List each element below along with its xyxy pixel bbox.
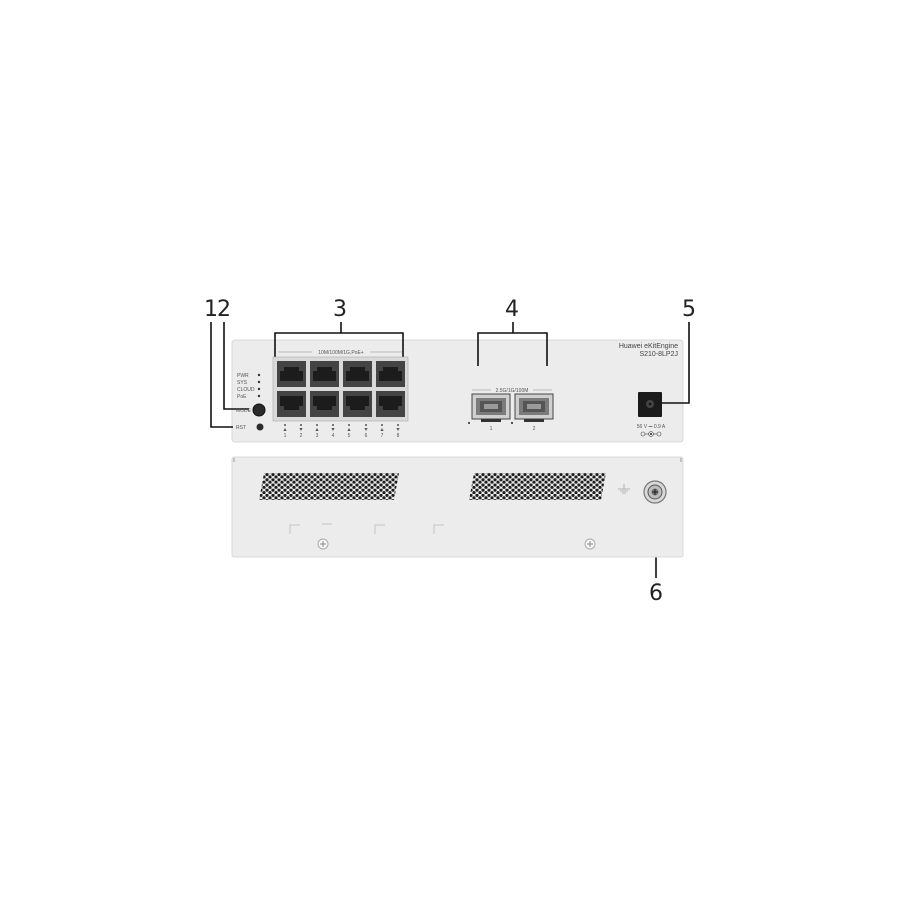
rj45-speed-label: 10M/100M/1G,PoE+: [318, 350, 364, 356]
sfp-led-1: [467, 421, 471, 425]
port-led: [284, 424, 286, 426]
sfp-port-1[interactable]: [471, 393, 511, 422]
led-cloud: [257, 387, 261, 391]
led-pwr: [257, 373, 261, 377]
port-led-arrow: [396, 428, 400, 431]
port-number: 7: [381, 433, 384, 439]
led-poe: [257, 394, 261, 398]
bracket-3: [274, 332, 404, 370]
ground-symbol-icon: [618, 484, 630, 494]
port-led-arrow: [380, 428, 384, 431]
rj45-port[interactable]: [376, 361, 405, 387]
port-led: [381, 424, 383, 426]
top-panel: [231, 456, 684, 558]
callout-3: 3: [333, 297, 347, 322]
power-rating-label: 56 V ⎓ 0.9 A: [637, 424, 666, 430]
callout-4: 4: [505, 297, 519, 322]
leader-line-2: [223, 322, 249, 410]
brand-label: Huawei eKitEngine: [619, 343, 678, 350]
mounting-marks: [289, 523, 444, 534]
led-indicators: [257, 373, 261, 398]
rst-button[interactable]: [256, 423, 264, 431]
rj45-ports: [277, 361, 405, 417]
bracket-4: [477, 332, 548, 366]
sfp-led-2: [510, 421, 514, 425]
leader-line-5: [662, 322, 690, 404]
port-led-arrow: [347, 428, 351, 431]
sfp-number-2: 2: [533, 426, 536, 432]
ground-screw: [643, 480, 667, 504]
led-sys: [257, 380, 261, 384]
port-number: 5: [348, 433, 351, 439]
rj45-port[interactable]: [277, 361, 306, 387]
callout-2: 2: [217, 297, 231, 322]
port-leds: [283, 424, 400, 431]
callout-1: 1: [204, 297, 218, 322]
led-label-pwr: PWR: [237, 373, 249, 379]
callout-6: 6: [649, 581, 663, 606]
rj45-port[interactable]: [310, 361, 339, 387]
vent-grille-left: [259, 473, 399, 500]
rj45-port[interactable]: [376, 391, 405, 417]
port-led: [397, 424, 399, 426]
port-led: [348, 424, 350, 426]
sfp-number-1: 1: [490, 426, 493, 432]
model-label: S210-8LP2J: [639, 351, 678, 358]
polarity-symbol: [640, 431, 662, 437]
port-number: 8: [397, 433, 400, 439]
port-number: 3: [316, 433, 319, 439]
mode-label: MODE: [236, 408, 252, 414]
port-led: [365, 424, 367, 426]
callout-5: 5: [682, 297, 696, 322]
power-jack[interactable]: [638, 392, 662, 417]
port-number: 1: [284, 433, 287, 439]
leader-line-1: [210, 322, 233, 428]
port-number: 4: [332, 433, 335, 439]
port-led-arrow: [364, 428, 368, 431]
port-led: [332, 424, 334, 426]
port-number: 2: [300, 433, 303, 439]
port-numbers: 1 2 3 4 5 6 7 8: [284, 433, 400, 439]
port-led-arrow: [331, 428, 335, 431]
rst-label: RST: [236, 425, 246, 431]
port-led: [316, 424, 318, 426]
port-led-arrow: [315, 428, 319, 431]
screw-left: [317, 538, 329, 550]
screw-right: [584, 538, 596, 550]
port-number: 6: [365, 433, 368, 439]
led-label-poe: PoE: [237, 394, 247, 400]
rj45-port[interactable]: [277, 391, 306, 417]
sfp-speed-label: 2.5G/1G/100M: [496, 388, 529, 394]
rj45-port[interactable]: [310, 391, 339, 417]
led-label-sys: SYS: [237, 380, 248, 386]
port-led: [300, 424, 302, 426]
port-led-arrow: [299, 428, 303, 431]
rj45-port[interactable]: [343, 391, 372, 417]
sfp-port-2[interactable]: [514, 393, 554, 422]
led-label-cloud: CLOUD: [237, 387, 255, 393]
vent-grille-right: [469, 473, 606, 500]
rj45-port[interactable]: [343, 361, 372, 387]
mode-button[interactable]: [252, 403, 266, 417]
port-led-arrow: [283, 428, 287, 431]
